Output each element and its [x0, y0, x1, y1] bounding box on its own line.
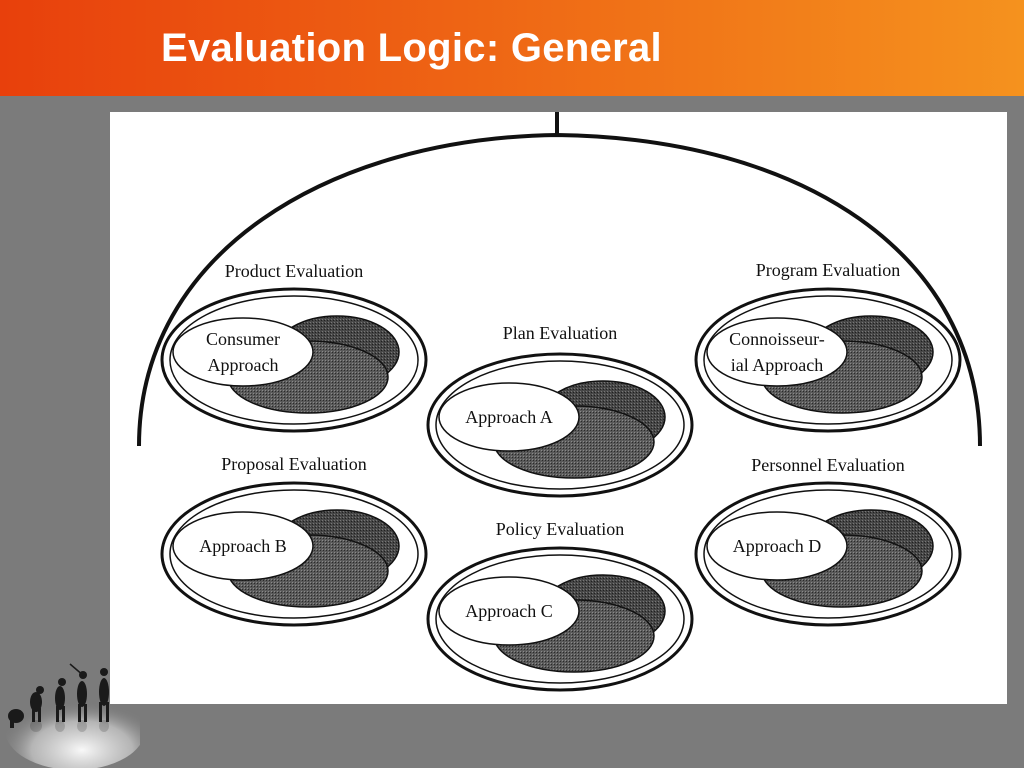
- program-evaluation-approach-label: Connoisseur-: [729, 329, 825, 349]
- program-evaluation-heading: Program Evaluation: [756, 260, 900, 280]
- proposal-evaluation-approach-ellipse: [172, 511, 314, 581]
- product-evaluation-heading: Product Evaluation: [225, 261, 363, 281]
- policy-evaluation-approach-ellipse: [438, 576, 580, 646]
- umbrella-arc: [137, 132, 982, 447]
- slide-title: Evaluation Logic: General: [161, 26, 662, 70]
- personnel-evaluation-approach-ellipse: [706, 511, 848, 581]
- plan-evaluation-approach-ellipse: [438, 382, 580, 452]
- product-evaluation-approach-ellipse: [172, 317, 314, 387]
- product-evaluation-approach-label: Approach: [208, 355, 279, 375]
- plan-evaluation-heading: Plan Evaluation: [503, 323, 617, 343]
- personnel-evaluation-approach-label: Approach D: [733, 536, 821, 556]
- plan-evaluation-approach-label: Approach A: [465, 407, 552, 427]
- personnel-evaluation-heading: Personnel Evaluation: [751, 455, 904, 475]
- policy-evaluation-approach-label: Approach C: [465, 601, 552, 621]
- human-evolution-silhouette-icon: [5, 663, 140, 768]
- policy-evaluation-heading: Policy Evaluation: [496, 519, 624, 539]
- program-evaluation-approach-ellipse: [706, 317, 848, 387]
- program-evaluation-approach-label: ial Approach: [731, 355, 823, 375]
- proposal-evaluation-approach-label: Approach B: [199, 536, 286, 556]
- product-evaluation-approach-label: Consumer: [206, 329, 280, 349]
- proposal-evaluation-heading: Proposal Evaluation: [221, 454, 366, 474]
- title-bar: [0, 0, 1024, 96]
